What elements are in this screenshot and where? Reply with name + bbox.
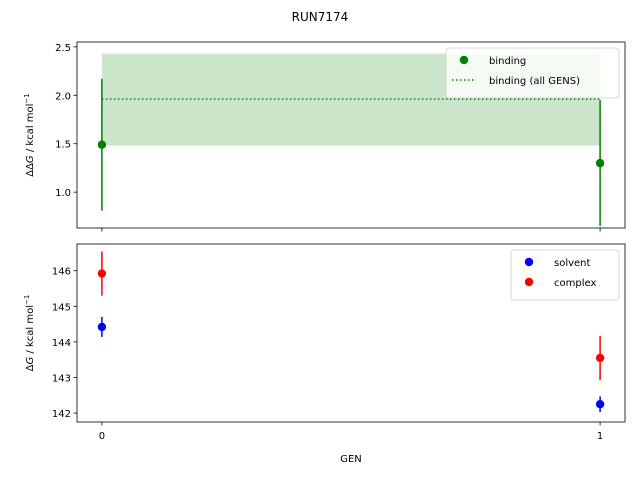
bottom-legend: solvent complex <box>510 249 620 301</box>
legend-box <box>445 47 620 99</box>
solvent-point <box>97 322 107 332</box>
legend-marker <box>524 257 534 267</box>
solvent-point <box>595 400 605 409</box>
legend-label: complex <box>554 278 596 289</box>
y-tick-label: 145 <box>52 302 71 313</box>
x-tick-label: 0 <box>99 431 105 442</box>
chart-title: RUN7174 <box>292 10 349 24</box>
y-tick-label: 142 <box>52 409 71 420</box>
y-tick-label: 144 <box>52 338 71 349</box>
legend-label: binding <box>489 56 526 67</box>
top-legend: binding binding (all GENS) <box>445 47 620 99</box>
y-tick-label: 2.5 <box>55 43 71 54</box>
binding-point <box>595 158 605 168</box>
x-tick-label: 1 <box>597 431 603 442</box>
binding-point <box>97 140 107 149</box>
legend-label: binding (all GENS) <box>489 76 580 87</box>
y-tick-label: 1.5 <box>55 140 71 151</box>
bottom-panel: 142 143 144 145 146 0 1 ΔG / kcal mol−1 solvent c… <box>23 243 626 442</box>
x-axis-label: GEN <box>340 454 362 465</box>
bottom-y-axis-label: ΔG / kcal mol−1 <box>23 295 36 372</box>
y-tick-label: 143 <box>52 374 71 385</box>
complex-point <box>595 353 605 363</box>
legend-label: solvent <box>554 258 591 269</box>
legend-box <box>510 249 620 301</box>
bottom-axes-frame <box>76 243 626 423</box>
y-tick-label: 2.0 <box>55 91 71 102</box>
legend-marker <box>459 55 469 65</box>
y-tick-label: 1.0 <box>55 188 71 199</box>
complex-point <box>97 269 107 278</box>
top-y-axis-label: ΔΔG / kcal mol−1 <box>23 93 36 177</box>
legend-marker <box>524 277 534 287</box>
top-axes-frame <box>76 41 626 229</box>
y-tick-label: 146 <box>52 267 71 278</box>
